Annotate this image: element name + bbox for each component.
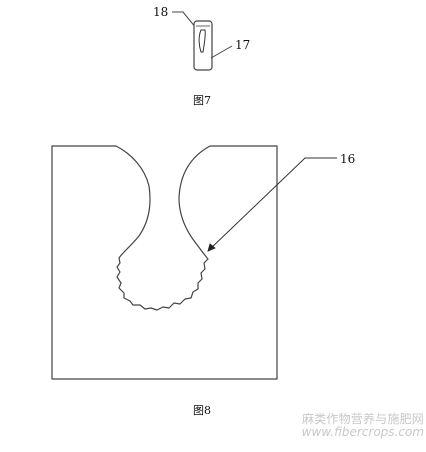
figure-7-leader-17 [210,45,233,59]
figure-7-caption: 图7 [193,94,211,107]
figure-7-rod-inner-groove [198,29,206,53]
figure-7-leader-18 [172,11,197,29]
figure-8-outline [51,145,278,380]
figure-7-label-18: 18 [153,5,168,19]
figure-8-label-16: 16 [340,152,355,166]
figure-7: 18 17 图7 [153,5,250,107]
figure-7-label-17: 17 [235,38,250,52]
figure-8-leader-16-arrowhead [207,243,216,252]
figure-8-leader-16 [207,157,337,252]
figure-8-caption: 图8 [193,404,211,417]
figure-8: 16 图8 [51,145,355,417]
